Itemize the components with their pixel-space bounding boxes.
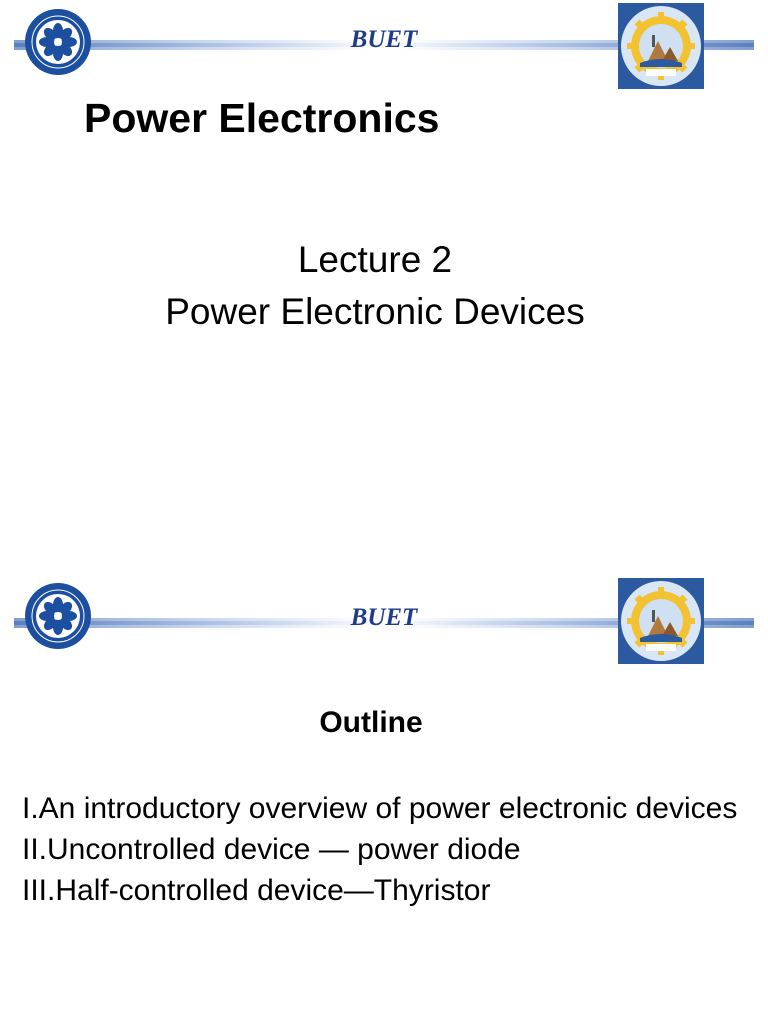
lecture-topic: Power Electronic Devices [165, 291, 585, 332]
university-gear-seal-icon [618, 3, 704, 89]
lecture-heading: Lecture 2 Power Electronic Devices [0, 234, 750, 338]
brand-text: BUET [350, 26, 418, 53]
outline-item: II.Uncontrolled device — power diode [22, 833, 521, 866]
slide-title: BUET [0, 0, 768, 338]
outline-title: Outline [319, 706, 423, 739]
course-title: Power Electronics [84, 95, 440, 141]
header-divider-bar [14, 40, 754, 50]
university-gear-seal-icon [618, 578, 704, 664]
header-divider-bar [14, 618, 754, 628]
outline-list: I.An introductory overview of power elec… [22, 788, 742, 911]
outline-item: I.An introductory overview of power elec… [22, 792, 738, 825]
lecture-number: Lecture 2 [297, 239, 453, 280]
academy-seal-icon [25, 583, 91, 649]
outline-item: III.Half-controlled device—Thyristor [22, 874, 491, 907]
slide-header: BUET [0, 0, 768, 92]
brand-text: BUET [350, 604, 418, 631]
slide-outline: BUET [0, 578, 768, 1024]
academy-seal-icon [25, 9, 91, 75]
slide-header: BUET [0, 578, 768, 670]
